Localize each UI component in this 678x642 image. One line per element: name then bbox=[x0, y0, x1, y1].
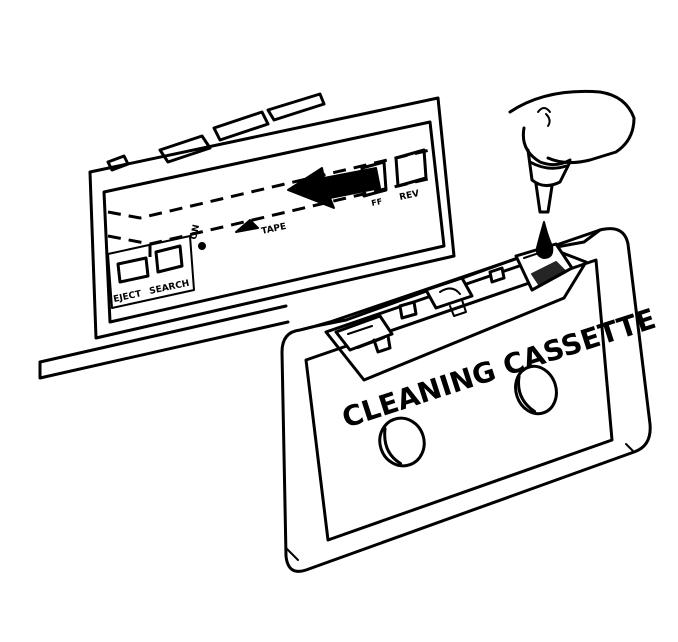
tape-hub-detail bbox=[439, 287, 467, 317]
bottle-nozzle bbox=[534, 182, 554, 214]
tape-player: FF REV EJECT SEARCH ON TAPE bbox=[38, 92, 456, 380]
fluid-drop bbox=[535, 221, 554, 259]
tape-label: TAPE bbox=[261, 222, 288, 237]
cassette-face bbox=[304, 258, 614, 542]
cassette-opening-1 bbox=[398, 300, 418, 320]
player-bezel bbox=[88, 96, 456, 340]
arrow-left-icon bbox=[287, 167, 381, 209]
eject-mark-icon bbox=[235, 219, 259, 233]
search-label: SEARCH bbox=[149, 279, 191, 297]
player-bezel-inner bbox=[102, 120, 446, 324]
cassette-bottom-edge bbox=[285, 443, 635, 561]
tape-guide-left-post bbox=[372, 334, 392, 354]
top-button-right bbox=[212, 110, 270, 142]
bottle-neck-ring bbox=[528, 160, 568, 170]
bottle-neck bbox=[526, 148, 572, 187]
cassette-body bbox=[280, 227, 652, 573]
power-led bbox=[198, 242, 206, 250]
tape-guide-left-detail bbox=[347, 325, 385, 349]
reel-hole-right bbox=[514, 364, 558, 416]
rev-label: REV bbox=[399, 189, 421, 203]
bottle-marking bbox=[537, 107, 551, 127]
cassette-opening-2 bbox=[488, 266, 506, 284]
cleaning-cassette: CLEANING CASSETTE bbox=[280, 227, 660, 573]
bottle-shoulder bbox=[521, 126, 572, 167]
bottle-body bbox=[508, 89, 636, 165]
search-button[interactable] bbox=[154, 244, 184, 274]
eject-button[interactable] bbox=[116, 256, 150, 284]
on-label: ON bbox=[189, 224, 202, 241]
cleaning-fluid-bottle-icon bbox=[508, 89, 636, 259]
reel-hole-left bbox=[378, 416, 426, 468]
tape-hub-window bbox=[424, 276, 474, 310]
power-indicator: ON bbox=[189, 224, 206, 250]
cleaning-pad-shadow bbox=[531, 261, 567, 287]
player-body-lower bbox=[38, 304, 290, 380]
ff-label: FF bbox=[371, 197, 384, 208]
top-button-far bbox=[266, 92, 326, 122]
rev-button[interactable] bbox=[394, 148, 428, 188]
tape-guide-left bbox=[334, 314, 394, 352]
cassette-label: CLEANING CASSETTE bbox=[338, 302, 660, 435]
eject-search-frame bbox=[107, 235, 195, 309]
